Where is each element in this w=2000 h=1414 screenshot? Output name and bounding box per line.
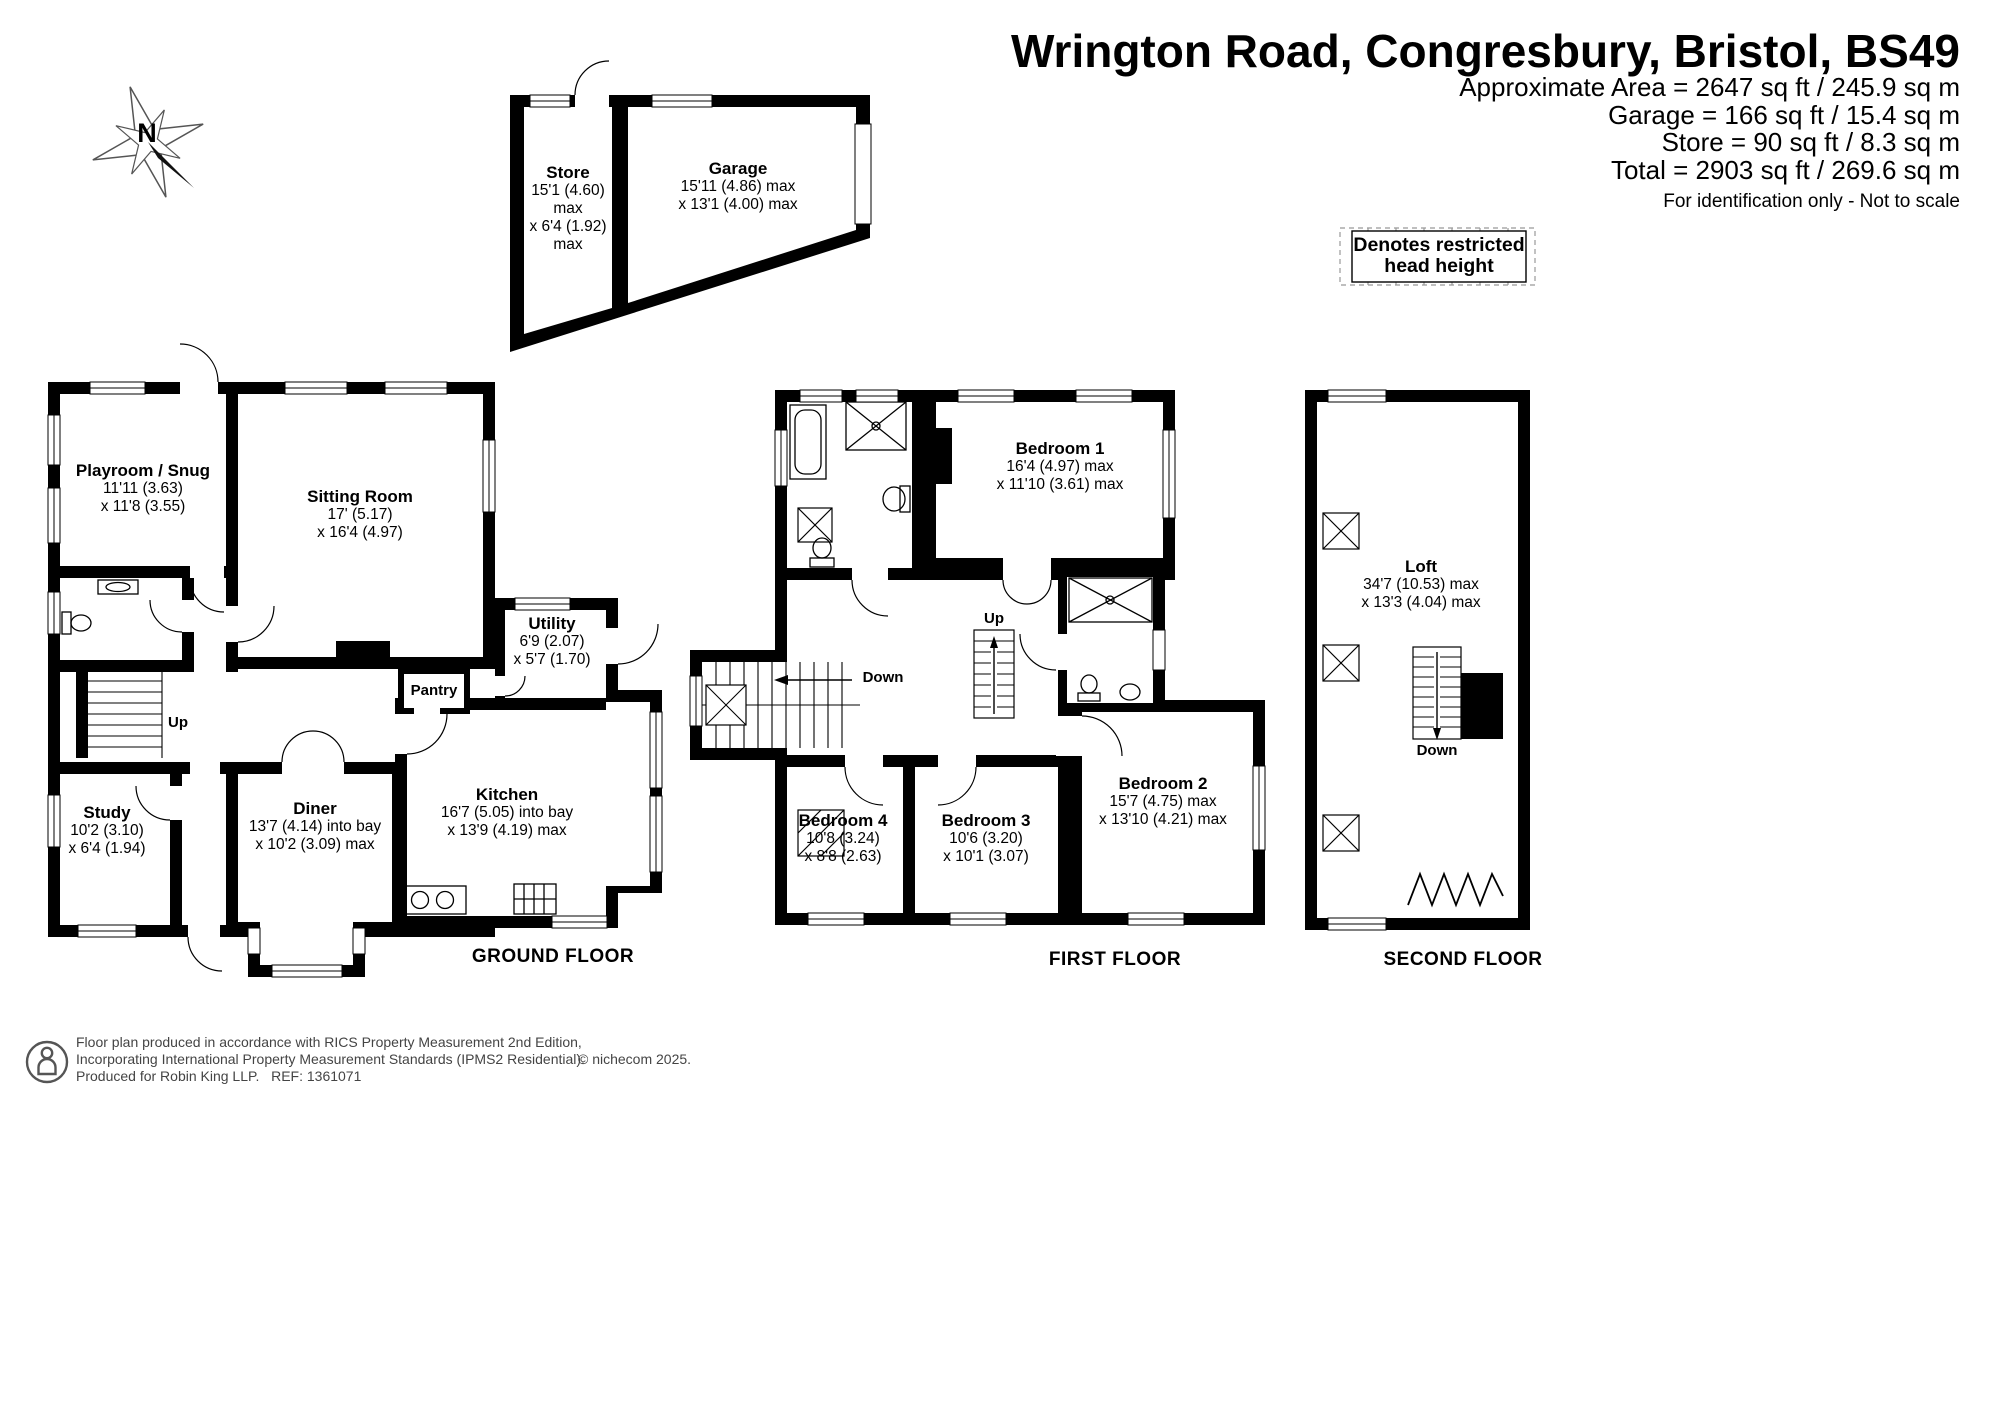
- page-title: Wrington Road, Congresbury, Bristol, BS4…: [1010, 25, 1960, 77]
- door-arcs-first: [844, 579, 1123, 806]
- second-floor-title: SECOND FLOOR: [1383, 949, 1543, 970]
- footer-line: Incorporating International Property Mea…: [76, 1051, 585, 1067]
- stairs-up-label-ground: Up: [168, 714, 188, 731]
- room-label-bedroom4: Bedroom 4 10'8 (3.24) x 8'8 (2.63): [798, 811, 888, 866]
- footer-line: Produced for Robin King LLP. REF: 136107…: [76, 1068, 362, 1084]
- fireplace: [336, 641, 390, 669]
- cooker-icon: [513, 883, 557, 915]
- sink-icon: [882, 485, 911, 513]
- stairs-down-label-second: Down: [1416, 742, 1458, 759]
- area-line: Store = 90 sq ft / 8.3 sq m: [1661, 127, 1960, 157]
- restricted-box-icon: [1322, 512, 1360, 852]
- sink-icon: [97, 579, 139, 595]
- windows-ground: [47, 381, 663, 978]
- bath-icon: [789, 404, 827, 480]
- sink-icon: [1119, 683, 1141, 701]
- area-line: Garage = 166 sq ft / 15.4 sq m: [1608, 99, 1960, 130]
- room-label-bedroom3: Bedroom 3 10'6 (3.20) x 10'1 (3.07): [941, 811, 1031, 866]
- door-arcs-ground: [135, 343, 659, 972]
- stairs-down-label-first: Down: [862, 669, 904, 686]
- room-label-sitting-room: Sitting Room 17' (5.17) x 16'4 (4.97): [307, 487, 413, 542]
- person-icon: [25, 1040, 69, 1084]
- room-label-store: Store 15'1 (4.60) max x 6'4 (1.92) max: [529, 163, 607, 254]
- shower-icon: [1068, 577, 1153, 623]
- room-label-loft: Loft 34'7 (10.53) max x 13'3 (4.04) max: [1361, 557, 1481, 612]
- room-label-diner: Diner 13'7 (4.14) into bay x 10'2 (3.09)…: [248, 799, 382, 854]
- door-gaps-first: [845, 558, 1082, 767]
- footer-line: Floor plan produced in accordance with R…: [76, 1034, 582, 1050]
- second-floor-plan: [1305, 389, 1530, 931]
- stairs-down-first: [702, 662, 860, 748]
- room-label-utility: Utility 6'9 (2.07) x 5'7 (1.70): [513, 614, 591, 669]
- room-label-kitchen: Kitchen 16'7 (5.05) into bay x 13'9 (4.1…: [440, 785, 574, 840]
- kitchen-sink-icon: [403, 885, 467, 915]
- windows-first: [689, 389, 1266, 926]
- copyright: © nichecom 2025.: [578, 1051, 692, 1067]
- stairs-down-second: [1412, 646, 1503, 740]
- room-label-playroom: Playroom / Snug 11'11 (3.63) x 11'8 (3.5…: [75, 461, 211, 516]
- outbuilding-plan: [510, 60, 872, 352]
- area-summary: Approximate Area = 2647 sq ft / 245.9 sq…: [1459, 72, 1960, 185]
- room-label-bedroom1: Bedroom 1 16'4 (4.97) max x 11'10 (3.61)…: [996, 439, 1124, 494]
- room-label-bedroom2: Bedroom 2 15'7 (4.75) max x 13'10 (4.21)…: [1099, 774, 1227, 829]
- garage-door: [854, 123, 872, 225]
- toilet-icon: [1077, 674, 1101, 702]
- room-label-study: Study 10'2 (3.10) x 6'4 (1.94): [68, 803, 146, 858]
- disclaimer: For identification only - Not to scale: [1663, 191, 1960, 212]
- room-label-pantry: Pantry: [410, 682, 458, 699]
- toilet-icon: [809, 537, 835, 568]
- legend-hatch: [1339, 227, 1536, 286]
- door-arc: [574, 60, 610, 96]
- compass-icon: [92, 86, 204, 198]
- stairs-up-first: [973, 629, 1015, 719]
- eaves-zigzag: [1407, 871, 1504, 908]
- toilet-icon: [61, 611, 92, 635]
- legend-restricted-height: Denotes restricted head height: [1353, 234, 1525, 277]
- door-gaps-ground: [170, 380, 618, 937]
- area-line: Approximate Area = 2647 sq ft / 245.9 sq…: [1459, 72, 1960, 102]
- first-floor-title: FIRST FLOOR: [1048, 949, 1182, 970]
- ground-floor-plan: [47, 343, 663, 978]
- windows-second: [1327, 389, 1387, 931]
- stairs-up-label-first: Up: [984, 610, 1004, 627]
- compass-north-label: N: [137, 118, 157, 148]
- ground-floor-title: GROUND FLOOR: [471, 946, 635, 967]
- area-line: Total = 2903 sq ft / 269.6 sq m: [1610, 154, 1960, 185]
- restricted-box-icon: [797, 809, 845, 857]
- room-label-garage: Garage 15'11 (4.86) max x 13'1 (4.00) ma…: [678, 159, 798, 214]
- first-floor-plan: [689, 389, 1266, 926]
- stairs-up-ground: [76, 672, 163, 758]
